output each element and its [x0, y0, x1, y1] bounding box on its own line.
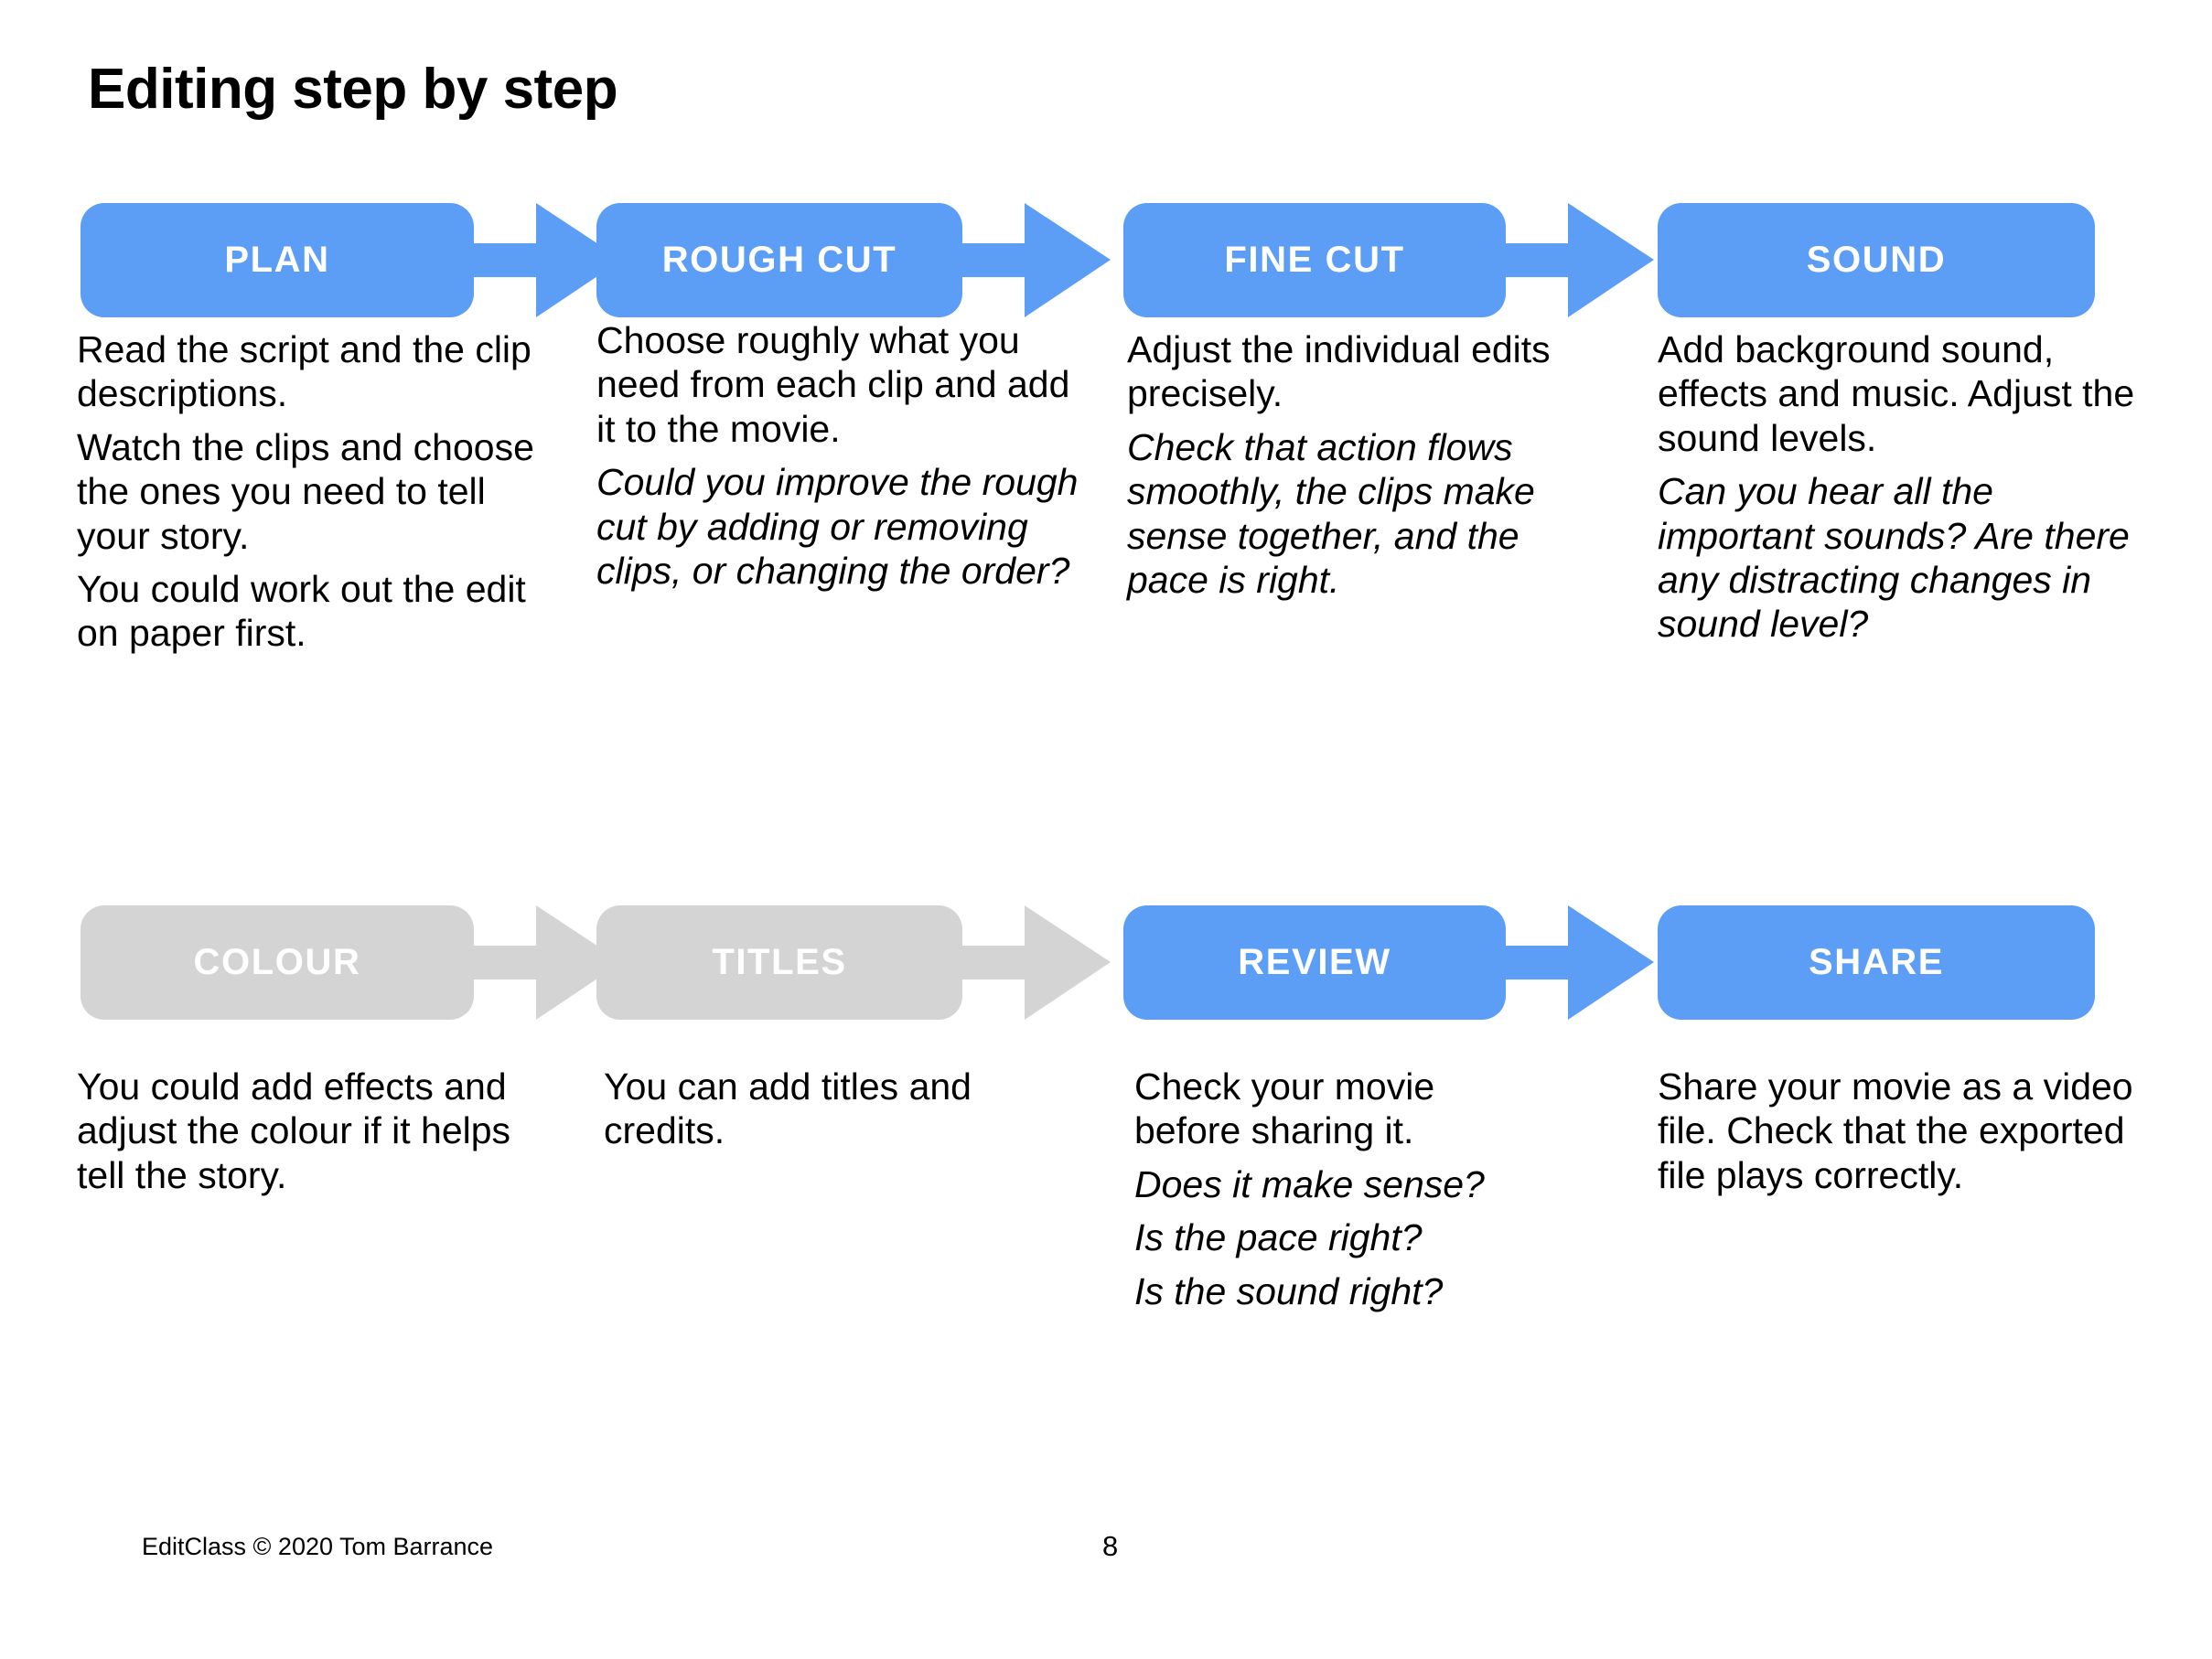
step-label-plan: PLAN — [224, 239, 330, 280]
step-body-sound: Add background sound, effects and music.… — [1658, 327, 2142, 647]
body-paragraph-italic: Check that action flows smoothly, the cl… — [1127, 425, 1535, 601]
step-plan[interactable]: PLAN — [81, 203, 622, 317]
body-paragraph: Share your movie as a video file. Check … — [1658, 1065, 2133, 1196]
body-paragraph-italic: Does it make sense? — [1134, 1162, 1485, 1205]
body-paragraph: Watch the clips and choose the ones you … — [77, 425, 534, 557]
footer-page-number: 8 — [1102, 1530, 1119, 1562]
flow-row-2: COLOUR TITLES REVIEW — [0, 905, 2212, 1020]
step-sound[interactable]: SOUND — [1658, 203, 2097, 317]
step-body-rough-cut: Choose roughly what you need from each c… — [596, 318, 1081, 593]
step-body-colour: You could add effects and adjust the col… — [77, 1065, 553, 1197]
step-banner-review[interactable]: REVIEW — [1123, 905, 1506, 1020]
step-banner-plan[interactable]: PLAN — [81, 203, 474, 317]
step-review[interactable]: REVIEW — [1123, 905, 1654, 1020]
step-body-review: Check your movie before sharing it. Does… — [1134, 1065, 1528, 1313]
step-colour[interactable]: COLOUR — [81, 905, 622, 1020]
step-fine-cut[interactable]: FINE CUT — [1123, 203, 1654, 317]
body-paragraph: You can add titles and credits. — [604, 1065, 972, 1152]
body-paragraph-italic: Can you hear all the important sounds? A… — [1658, 470, 2130, 646]
step-body-plan: Read the script and the clip description… — [77, 327, 553, 656]
body-paragraph: You could work out the edit on paper fir… — [77, 567, 526, 655]
step-banner-share[interactable]: SHARE — [1658, 905, 2095, 1020]
body-paragraph: Check your movie before sharing it. — [1134, 1065, 1435, 1152]
step-body-share: Share your movie as a video file. Check … — [1658, 1065, 2152, 1197]
body-paragraph: Read the script and the clip description… — [77, 328, 532, 415]
step-label-review: REVIEW — [1238, 941, 1391, 982]
body-paragraph: Add background sound, effects and music.… — [1658, 328, 2135, 459]
body-paragraph: You could add effects and adjust the col… — [77, 1065, 511, 1196]
body-paragraph-italic: Could you improve the rough cut by addin… — [596, 461, 1079, 592]
step-titles[interactable]: TITLES — [596, 905, 1111, 1020]
footer-credit: EditClass © 2020 Tom Barrance — [142, 1533, 494, 1560]
step-banner-rough-cut[interactable]: ROUGH CUT — [596, 203, 962, 317]
step-label-fine-cut: FINE CUT — [1224, 239, 1405, 280]
step-body-fine-cut: Adjust the individual edits precisely. C… — [1127, 327, 1575, 602]
step-label-sound: SOUND — [1806, 239, 1947, 280]
step-label-colour: COLOUR — [193, 941, 361, 982]
step-banner-colour[interactable]: COLOUR — [81, 905, 474, 1020]
step-share[interactable]: SHARE — [1658, 905, 2097, 1020]
step-banner-titles[interactable]: TITLES — [596, 905, 962, 1020]
step-rough-cut[interactable]: ROUGH CUT — [596, 203, 1111, 317]
step-body-titles: You can add titles and credits. — [604, 1065, 1061, 1153]
flow-row-1: PLAN ROUGH CUT FINE CUT — [0, 203, 2212, 317]
page-title: Editing step by step — [88, 58, 618, 121]
step-banner-sound[interactable]: SOUND — [1658, 203, 2095, 317]
body-paragraph: Choose roughly what you need from each c… — [596, 319, 1070, 450]
body-paragraph-italic: Is the pace right? — [1134, 1216, 1423, 1259]
step-banner-fine-cut[interactable]: FINE CUT — [1123, 203, 1506, 317]
step-label-rough-cut: ROUGH CUT — [661, 239, 897, 280]
step-label-titles: TITLES — [712, 941, 847, 982]
body-paragraph: Adjust the individual edits precisely. — [1127, 328, 1551, 415]
body-paragraph-italic: Is the sound right? — [1134, 1269, 1444, 1312]
step-label-share: SHARE — [1808, 941, 1945, 982]
